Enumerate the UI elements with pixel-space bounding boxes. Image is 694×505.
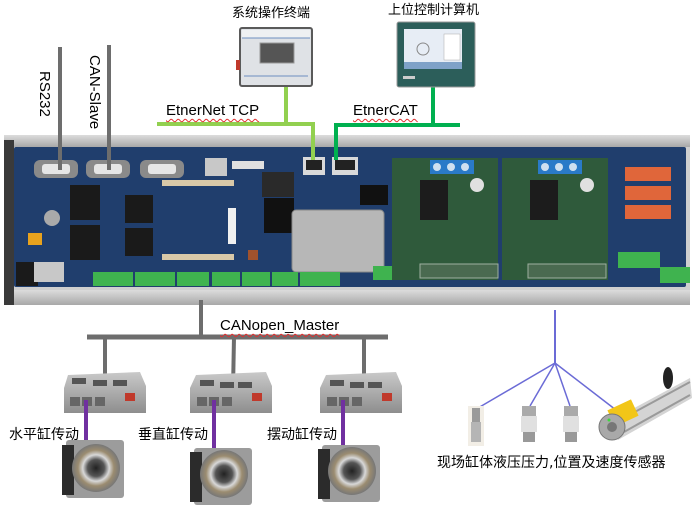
sensor-pressure-1 (521, 406, 537, 442)
rs232-label: RS232 (36, 71, 53, 117)
drive-label-vertical: 垂直缸传动 (138, 427, 208, 443)
host-computer-device (396, 21, 476, 88)
servo-motor-1 (62, 440, 124, 498)
drive-label-swing: 摆动缸传动 (267, 427, 337, 443)
ethercat-label: EtnerCAT (353, 102, 418, 119)
sensor-line-4 (554, 362, 617, 411)
terminal-blocks (93, 252, 690, 286)
servo-drive-1 (64, 372, 146, 413)
servo-motor-3 (318, 445, 380, 502)
ethernet-tcp-cable (157, 122, 315, 160)
sensor-line-1 (477, 362, 556, 409)
servo-motor-2 (190, 448, 252, 505)
controller-board (4, 135, 690, 305)
ethernet-tcp-label: EtnerNet TCP (166, 102, 260, 119)
db9-connector-rs232 (34, 160, 78, 178)
sensor-line-2 (529, 362, 556, 407)
hmi-terminal-label: 系统操作终端 (232, 6, 311, 21)
sensors-label: 现场缸体液压压力,位置及速度传感器 (437, 455, 666, 471)
sensor-pressure-2 (563, 406, 579, 442)
ethercat-cable (334, 123, 460, 160)
sensor-proximity (468, 406, 484, 446)
io-card-2 (502, 158, 608, 280)
sensor-line-3 (554, 362, 571, 407)
rj45-port-ethercat (332, 157, 358, 175)
servo-drive-3 (320, 372, 402, 413)
db9-connector-spare (140, 160, 184, 178)
canopen-master-label: CANopen_Master (220, 317, 340, 334)
host-computer-label: 上位控制计算机 (388, 3, 480, 18)
drive-label-horizontal: 水平缸传动 (9, 427, 79, 443)
servo-drive-2 (190, 372, 272, 413)
rj45-port-ethernet (303, 157, 325, 175)
relays (625, 167, 671, 219)
io-card-1 (392, 158, 499, 280)
can-slave-label: CAN-Slave (86, 55, 103, 130)
hmi-terminal-device (236, 27, 313, 87)
sensor-linear-position (598, 367, 692, 441)
